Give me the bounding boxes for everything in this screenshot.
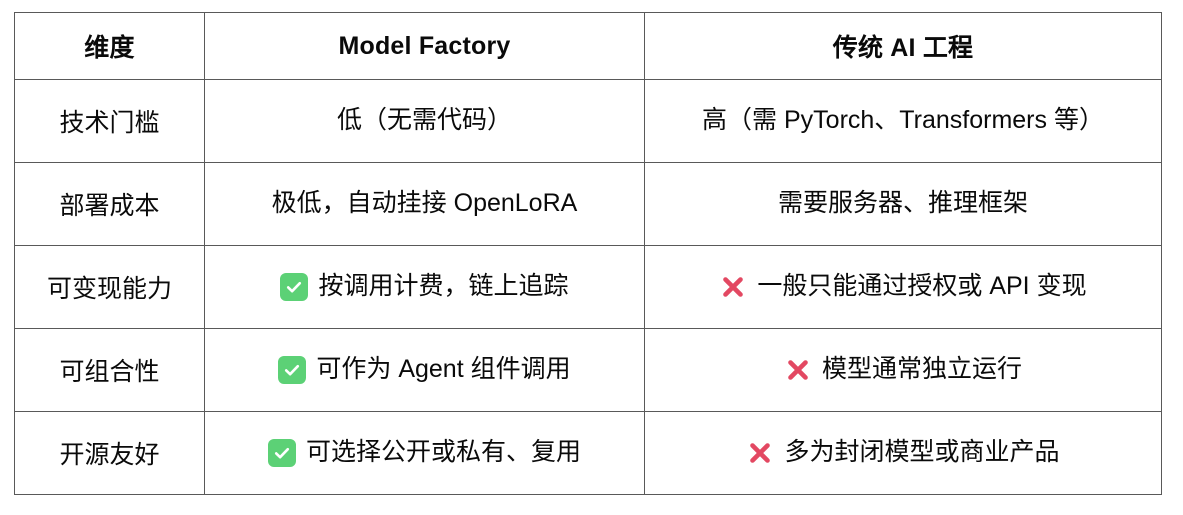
comparison-table: 维度 Model Factory 传统 AI 工程 技术门槛 低（无需代码） 高…	[14, 12, 1162, 495]
cell-text: 按调用计费，链上追踪	[318, 272, 569, 301]
table-row: 开源友好 可选择公开或私有、复用	[14, 411, 1162, 495]
table-row: 部署成本 极低，自动挂接 OpenLoRA 需要服务器、推理框架	[14, 162, 1162, 246]
table-header: 维度 Model Factory 传统 AI 工程	[14, 12, 1162, 80]
column-header-dimension: 维度	[14, 12, 205, 80]
cell-content: 多为封闭模型或商业产品	[651, 437, 1155, 468]
cross-icon	[784, 356, 812, 384]
cell-dimension: 开源友好	[14, 411, 205, 495]
cell-traditional-ai: 模型通常独立运行	[644, 328, 1162, 412]
check-icon	[280, 273, 309, 301]
cell-text: 一般只能通过授权或 API 变现	[757, 272, 1087, 301]
cell-text: 低（无需代码）	[336, 106, 512, 135]
cell-content: 需要服务器、推理框架	[651, 188, 1155, 219]
check-icon	[278, 356, 307, 384]
cell-dimension: 可组合性	[14, 328, 205, 412]
table-body: 技术门槛 低（无需代码） 高（需 PyTorch、Transformers 等）…	[14, 79, 1162, 495]
table-header-row: 维度 Model Factory 传统 AI 工程	[14, 12, 1162, 80]
cell-content: 模型通常独立运行	[651, 354, 1155, 385]
cell-traditional-ai: 高（需 PyTorch、Transformers 等）	[644, 79, 1162, 163]
cell-dimension: 可变现能力	[14, 245, 205, 329]
cell-model-factory: 低（无需代码）	[204, 79, 645, 163]
column-header-traditional-ai: 传统 AI 工程	[644, 12, 1162, 80]
cell-text: 可选择公开或私有、复用	[305, 438, 581, 467]
cross-icon	[746, 439, 774, 467]
cell-traditional-ai: 多为封闭模型或商业产品	[644, 411, 1162, 495]
cross-icon	[719, 273, 747, 301]
cell-content: 可选择公开或私有、复用	[211, 437, 638, 468]
cell-model-factory: 极低，自动挂接 OpenLoRA	[204, 162, 645, 246]
cell-text: 多为封闭模型或商业产品	[784, 438, 1060, 467]
cell-content: 低（无需代码）	[211, 105, 638, 136]
cell-content: 一般只能通过授权或 API 变现	[651, 271, 1155, 302]
cell-content: 可作为 Agent 组件调用	[211, 354, 638, 385]
check-icon	[267, 439, 296, 467]
column-header-model-factory: Model Factory	[204, 12, 645, 80]
cell-content: 极低，自动挂接 OpenLoRA	[211, 188, 638, 219]
table-row: 可变现能力 按调用计费，链上追踪	[14, 245, 1162, 329]
cell-text: 可作为 Agent 组件调用	[316, 355, 571, 384]
table-row: 技术门槛 低（无需代码） 高（需 PyTorch、Transformers 等）	[14, 79, 1162, 163]
cell-text: 模型通常独立运行	[821, 355, 1022, 384]
cell-model-factory: 可作为 Agent 组件调用	[204, 328, 645, 412]
cell-model-factory: 可选择公开或私有、复用	[204, 411, 645, 495]
cell-text: 高（需 PyTorch、Transformers 等）	[702, 106, 1104, 135]
cell-text: 极低，自动挂接 OpenLoRA	[271, 189, 578, 218]
cell-text: 需要服务器、推理框架	[777, 189, 1028, 218]
cell-dimension: 技术门槛	[14, 79, 205, 163]
cell-traditional-ai: 需要服务器、推理框架	[644, 162, 1162, 246]
cell-traditional-ai: 一般只能通过授权或 API 变现	[644, 245, 1162, 329]
cell-dimension: 部署成本	[14, 162, 205, 246]
cell-content: 高（需 PyTorch、Transformers 等）	[651, 105, 1155, 136]
cell-content: 按调用计费，链上追踪	[211, 271, 638, 302]
cell-model-factory: 按调用计费，链上追踪	[204, 245, 645, 329]
table-row: 可组合性 可作为 Agent 组件调用	[14, 328, 1162, 412]
